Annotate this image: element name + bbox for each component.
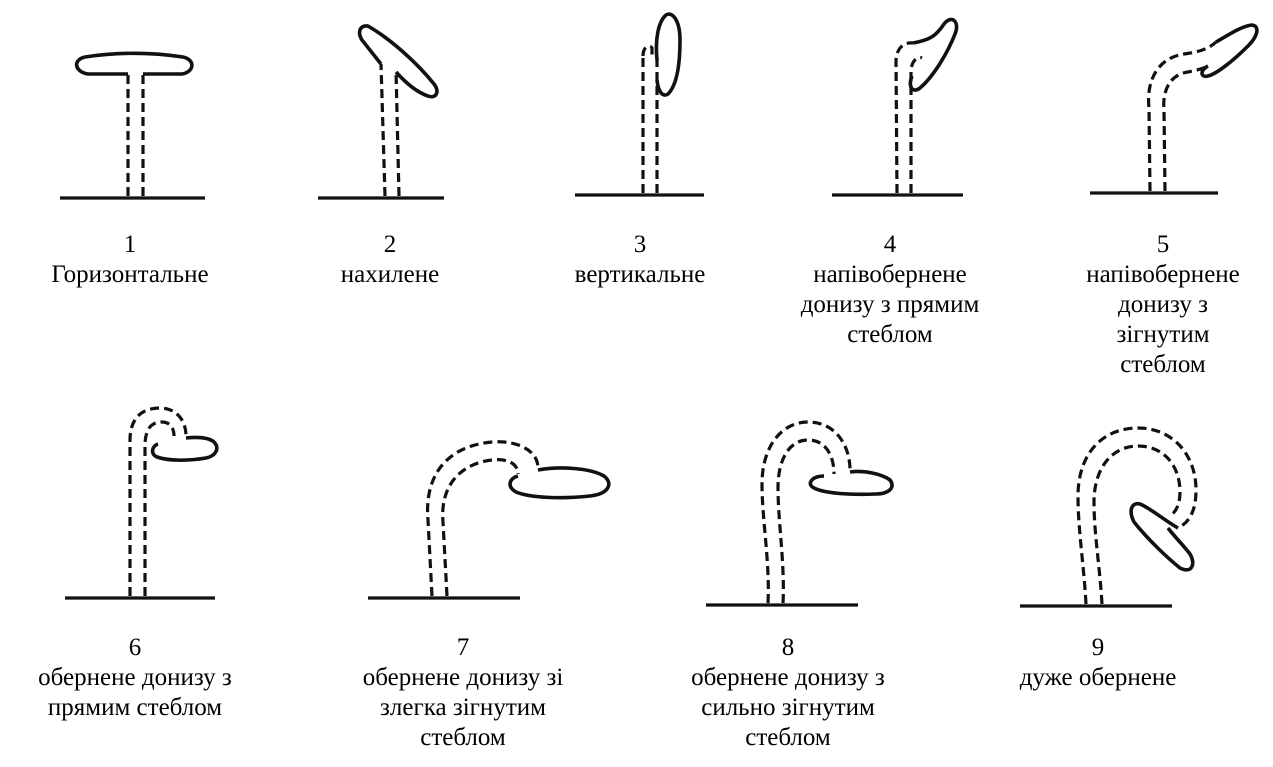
caption-line: злегка зігнутим xyxy=(333,693,593,723)
leaf-shape xyxy=(360,26,437,97)
caption-line: донизу з xyxy=(1058,290,1268,320)
leaf-shape xyxy=(77,53,192,74)
caption-7: 7 обернене донизу зі злегка зігнутим сте… xyxy=(333,633,593,753)
stem-line xyxy=(443,460,518,596)
stem-line xyxy=(145,422,174,596)
figure-number: 7 xyxy=(333,633,593,663)
caption-line: напівобернене xyxy=(1058,260,1268,290)
leaf-shape xyxy=(656,14,680,95)
caption-line: стеблом xyxy=(658,723,918,753)
stem-line xyxy=(396,70,399,196)
caption-line: Горизонтальне xyxy=(30,260,230,290)
caption-line: вертикальне xyxy=(540,260,740,290)
leaf-shape xyxy=(810,471,892,494)
inverted-straight-stem-icon xyxy=(65,408,217,598)
caption-3: 3 вертикальне xyxy=(540,230,740,290)
caption-line: стеблом xyxy=(333,723,593,753)
caption-6: 6 обернене донизу з прямим стеблом xyxy=(5,633,265,723)
caption-8: 8 обернене донизу з сильно зігнутим стеб… xyxy=(658,633,918,753)
stem-line xyxy=(778,440,834,603)
half-inverted-straight-stem-icon xyxy=(832,19,963,195)
strongly-inverted-seedling-icon xyxy=(1020,428,1196,606)
figure-number: 3 xyxy=(540,230,740,260)
stem-line xyxy=(643,46,652,56)
caption-line: напівобернене xyxy=(785,260,995,290)
caption-line: прямим стеблом xyxy=(5,693,265,723)
caption-4: 4 напівобернене донизу з прямим стеблом xyxy=(785,230,995,350)
vertical-seedling-icon xyxy=(575,14,704,195)
caption-line: сильно зігнутим xyxy=(658,693,918,723)
caption-line: стеблом xyxy=(785,320,995,350)
figure-number: 5 xyxy=(1058,230,1268,260)
inverted-slightly-bent-stem-icon xyxy=(368,442,609,598)
stem-line xyxy=(1149,42,1216,191)
caption-line: стеблом xyxy=(1058,350,1268,380)
figure-number: 4 xyxy=(785,230,995,260)
caption-9: 9 дуже обернене xyxy=(998,633,1198,693)
stem-line xyxy=(762,422,850,603)
caption-line: донизу з прямим xyxy=(785,290,995,320)
caption-line: обернене донизу з xyxy=(5,663,265,693)
figure-number: 1 xyxy=(30,230,230,260)
leaf-shape xyxy=(910,19,956,90)
figure-number: 9 xyxy=(998,633,1198,663)
inclined-seedling-icon xyxy=(318,26,444,198)
leaf-shape xyxy=(510,468,609,498)
figure-number: 8 xyxy=(658,633,918,663)
leaf-shape xyxy=(1202,25,1257,76)
leaf-shape xyxy=(1131,504,1193,570)
caption-5: 5 напівобернене донизу з зігнутим стебло… xyxy=(1058,230,1268,380)
horizontal-seedling-icon xyxy=(60,53,205,198)
stem-line xyxy=(1164,66,1208,191)
caption-line: обернене донизу з xyxy=(658,663,918,693)
stem-line xyxy=(381,64,385,196)
half-inverted-bent-stem-icon xyxy=(1090,25,1257,193)
figure-number: 6 xyxy=(5,633,265,663)
caption-line: обернене донизу зі xyxy=(333,663,593,693)
inverted-strongly-bent-stem-icon xyxy=(706,422,892,605)
caption-1: 1 Горизонтальне xyxy=(30,230,230,290)
caption-2: 2 нахилене xyxy=(290,230,490,290)
leaf-shape xyxy=(153,437,217,460)
caption-line: зігнутим xyxy=(1058,320,1268,350)
stem-line xyxy=(130,408,186,596)
figure-number: 2 xyxy=(290,230,490,260)
caption-line: нахилене xyxy=(290,260,490,290)
caption-line: дуже обернене xyxy=(998,663,1198,693)
